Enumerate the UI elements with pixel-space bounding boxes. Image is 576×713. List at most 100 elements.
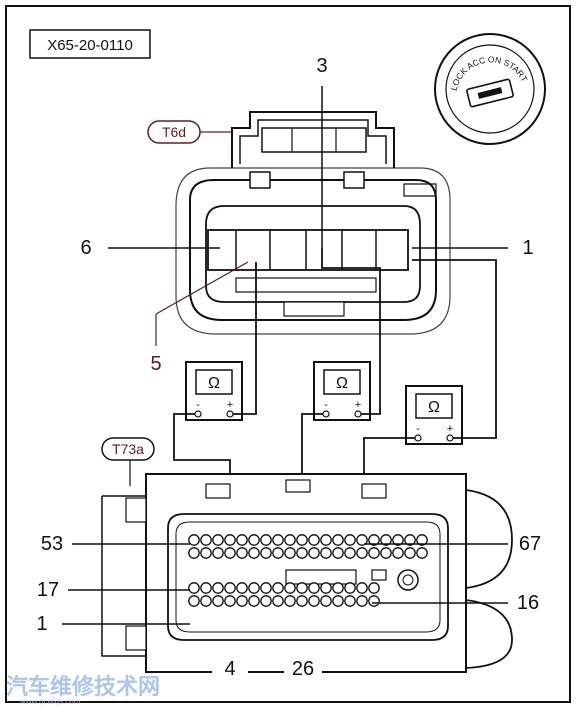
ohmmeter-1-neg: -: [196, 399, 200, 411]
pin-cavity: [272, 582, 284, 594]
pin-cavity: [200, 582, 212, 594]
pin-cavity: [188, 582, 200, 594]
figure-code: X65-20-0110: [47, 37, 133, 54]
pin-cavity: [332, 547, 344, 559]
connector-t73a: [101, 473, 513, 673]
pin-4-label-bg: [212, 652, 248, 678]
figure-code-box: [29, 29, 151, 59]
pin-cavity: [284, 547, 296, 559]
pin-cavity: [332, 582, 344, 594]
connector-t73a-tag-box: [101, 437, 155, 461]
pin-cavity: [380, 547, 392, 559]
pin-cavity: [188, 547, 200, 559]
pin-cavity: [224, 534, 236, 546]
pin-label-17: 17: [37, 579, 59, 601]
pin-label-1-bottom: 1: [36, 613, 47, 635]
pin-cavity: [200, 547, 212, 559]
pin-cavity: [248, 595, 260, 607]
pin-cavity: [344, 595, 356, 607]
pin-cavity: [356, 547, 368, 559]
pin-cavity: [296, 534, 308, 546]
pin-cavity: [248, 547, 260, 559]
pin-cavity: [344, 534, 356, 546]
pin-cavity: [368, 547, 380, 559]
pin-cavity: [308, 534, 320, 546]
pin-cavity: [224, 547, 236, 559]
connector-t6d: [175, 111, 451, 335]
pin-label-67: 67: [519, 533, 541, 555]
pin-cavity: [236, 595, 248, 607]
pin-cavity: [320, 582, 332, 594]
pin-label-5-top: 5: [150, 353, 161, 375]
watermark-text: 汽车维修技术网: [6, 674, 160, 700]
ohmmeter-2-symbol: Ω: [336, 375, 348, 392]
ignition-switch-icon: LOCK ACC ON START: [434, 33, 546, 145]
pin-cavity: [236, 582, 248, 594]
pin-cavity: [332, 534, 344, 546]
pin-cavity: [248, 582, 260, 594]
ohmmeter-3-pos: +: [447, 423, 453, 435]
pin-cavity: [284, 582, 296, 594]
ohmmeter-2-neg: -: [324, 399, 328, 411]
connector-t73a-pin-grid: [188, 534, 428, 607]
lead-pin1-to-meter3-pos: [412, 259, 497, 439]
ohmmeter-2-pos: +: [355, 399, 361, 411]
pin-cavity: [212, 547, 224, 559]
pin-cavity: [332, 595, 344, 607]
pin-cavity: [344, 582, 356, 594]
pin-26-label-bg: [284, 652, 322, 678]
ohmmeter-3-symbol: Ω: [428, 399, 440, 416]
pin-cavity: [236, 547, 248, 559]
pin-cavity: [296, 595, 308, 607]
pin-label-1-top: 1: [522, 237, 533, 259]
pin-cavity: [296, 582, 308, 594]
pin-cavity: [368, 534, 380, 546]
pin-label-4: 4: [224, 658, 235, 680]
pin-cavity: [224, 595, 236, 607]
pin-cavity: [308, 582, 320, 594]
pin-cavity: [404, 534, 416, 546]
lead-pin5-to-meter1-pos: [233, 262, 257, 415]
pin-cavity: [344, 547, 356, 559]
pin-cavity: [368, 595, 380, 607]
pin-cavity: [320, 534, 332, 546]
pin-cavity: [260, 547, 272, 559]
pin-cavity: [404, 547, 416, 559]
outer-frame: [5, 5, 571, 703]
pin-cavity: [356, 595, 368, 607]
pin-cavity: [212, 534, 224, 546]
pin-cavity: [188, 595, 200, 607]
pin-cavity: [272, 595, 284, 607]
pin-cavity: [272, 534, 284, 546]
pin-label-26: 26: [292, 658, 314, 680]
pin-label-3-top: 3: [316, 55, 327, 77]
ohmmeter-3: Ω - +: [405, 385, 463, 445]
pin-label-53: 53: [41, 533, 63, 555]
pin-label-6-top: 6: [80, 237, 91, 259]
ohmmeter-1: Ω - +: [185, 361, 243, 421]
pin-cavity: [416, 547, 428, 559]
pin-cavity: [296, 547, 308, 559]
pin-cavity: [200, 534, 212, 546]
pin-cavity: [188, 534, 200, 546]
connector-t73a-tag: T73a: [112, 441, 144, 457]
pin-cavity: [308, 595, 320, 607]
pin-cavity: [368, 582, 380, 594]
pin-cavity: [212, 582, 224, 594]
pin-label-16: 16: [517, 592, 539, 614]
pin-cavity: [356, 534, 368, 546]
pin-cavity: [380, 534, 392, 546]
watermark-url: www.qcwxjs.com: [19, 697, 81, 706]
pin-cavity: [392, 547, 404, 559]
pin-cavity: [272, 547, 284, 559]
pin-cavity: [200, 595, 212, 607]
pin-cavity: [320, 547, 332, 559]
pin-cavity: [224, 582, 236, 594]
pin-cavity: [260, 534, 272, 546]
pin-cavity: [260, 595, 272, 607]
pin-cavity: [236, 534, 248, 546]
pin-cavity: [248, 534, 260, 546]
ohmmeter-2: Ω - +: [313, 361, 371, 421]
